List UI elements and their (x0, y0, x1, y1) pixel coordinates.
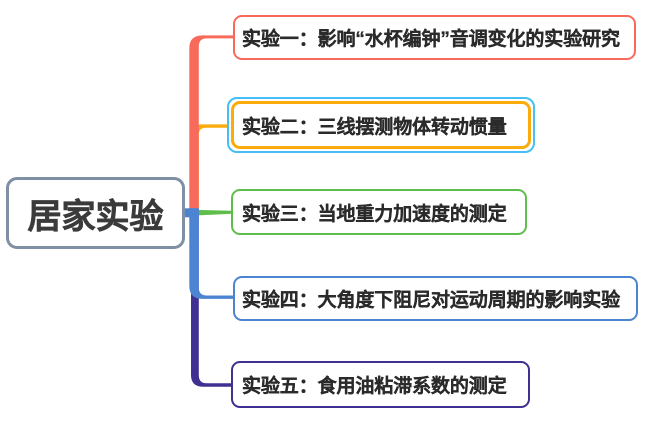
topic-3[interactable]: 实验三：当地重力加速度的测定 (231, 189, 527, 235)
root-junction-stub (183, 208, 199, 218)
topic-2-selection-frame: 实验二：三线摆测物体转动惯量 (227, 97, 535, 153)
branch-4-connector (189, 208, 235, 299)
topic-2[interactable]: 实验二：三线摆测物体转动惯量 (231, 101, 531, 149)
topic-5-label: 实验五：食用油粘滞系数的测定 (242, 376, 507, 397)
root-topic[interactable]: 居家实验 (6, 177, 185, 249)
topic-5[interactable]: 实验五：食用油粘滞系数的测定 (231, 361, 530, 408)
topic-3-label: 实验三：当地重力加速度的测定 (242, 203, 507, 225)
topic-1-label: 实验一：影响“水杯编钟”音调变化的实验研究 (242, 29, 620, 50)
topic-1[interactable]: 实验一：影响“水杯编钟”音调变化的实验研究 (233, 15, 636, 60)
topic-4[interactable]: 实验四：大角度下阻尼对运动周期的影响实验 (233, 276, 638, 321)
branch-3-connector (190, 209, 233, 216)
topic-4-label: 实验四：大角度下阻尼对运动周期的影响实验 (242, 290, 621, 311)
root-topic-label: 居家实验 (27, 197, 164, 236)
branch-1-connector (189, 35, 235, 214)
topic-2-label: 实验二：三线摆测物体转动惯量 (242, 116, 507, 138)
